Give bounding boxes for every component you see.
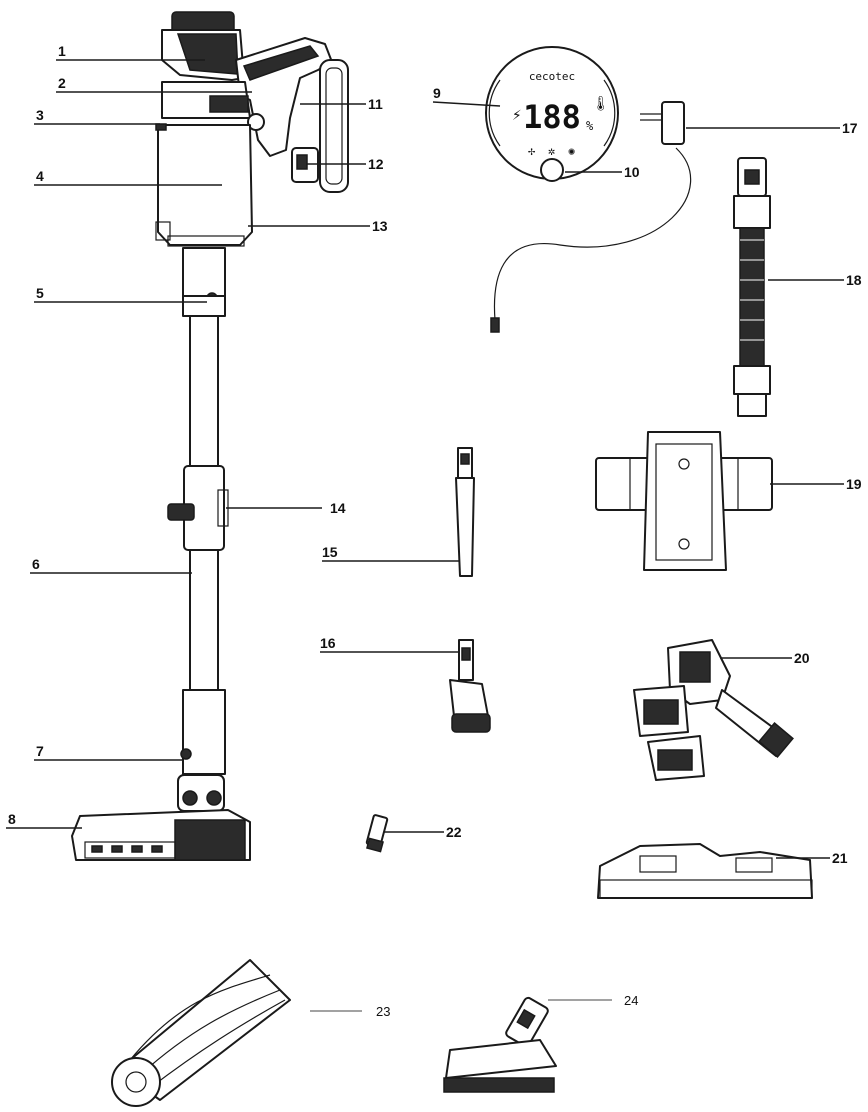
roller-end-cap bbox=[111, 1057, 161, 1107]
mini-motorized-brush bbox=[633, 639, 794, 781]
small-brush-tool bbox=[449, 639, 491, 733]
label-24: 24 bbox=[624, 993, 638, 1008]
motor-vent bbox=[209, 95, 249, 113]
tube-connector-bottom bbox=[182, 689, 226, 775]
tube-clip bbox=[167, 503, 195, 521]
label-20: 20 bbox=[794, 650, 810, 666]
label-1: 1 bbox=[58, 43, 66, 59]
label-19: 19 bbox=[846, 476, 862, 492]
label-12: 12 bbox=[368, 156, 384, 172]
label-14: 14 bbox=[330, 500, 346, 516]
brush-bristles bbox=[443, 1077, 555, 1093]
label-10: 10 bbox=[624, 164, 640, 180]
battery-pack bbox=[319, 59, 349, 193]
label-11: 11 bbox=[368, 96, 383, 112]
small-adapter bbox=[365, 814, 389, 853]
wall-mount bbox=[595, 431, 773, 571]
display-brand: cecotec bbox=[529, 70, 575, 83]
label-7: 7 bbox=[36, 743, 44, 759]
thermometer-icon: 🌡 bbox=[592, 96, 610, 112]
gear-icon: ✲ bbox=[548, 144, 555, 158]
roller-brush bbox=[111, 959, 291, 1107]
label-23: 23 bbox=[376, 1004, 390, 1019]
crevice-tool bbox=[455, 447, 475, 577]
charger-cable bbox=[493, 147, 692, 321]
mop-base bbox=[597, 843, 813, 899]
label-9: 9 bbox=[433, 85, 441, 101]
display-unit: % bbox=[586, 119, 594, 133]
tube-connector-top bbox=[182, 247, 226, 297]
label-13: 13 bbox=[372, 218, 388, 234]
sun-icon: ✺ bbox=[568, 144, 575, 158]
fan-icon: ✢ bbox=[528, 144, 536, 158]
part-labels: 1 2 3 4 5 6 7 8 9 10 11 12 13 14 15 16 1… bbox=[8, 43, 862, 1019]
battery-icon: ⚡ bbox=[512, 105, 522, 124]
label-15: 15 bbox=[322, 544, 338, 560]
dusting-brush bbox=[443, 996, 557, 1093]
roller-brush-window bbox=[174, 819, 246, 861]
vacuum-handle-unit bbox=[155, 11, 349, 304]
label-16: 16 bbox=[320, 635, 336, 651]
label-3: 3 bbox=[36, 107, 44, 123]
charger-plug bbox=[490, 317, 500, 333]
label-8: 8 bbox=[8, 811, 16, 827]
label-4: 4 bbox=[36, 168, 44, 184]
label-5: 5 bbox=[36, 285, 44, 301]
label-21: 21 bbox=[832, 850, 848, 866]
label-18: 18 bbox=[846, 272, 862, 288]
flexible-hose bbox=[733, 157, 771, 417]
control-display: cecotec 188 % ⚡ 🌡 ✢ ✲ ✺ bbox=[485, 46, 619, 182]
label-6: 6 bbox=[32, 556, 40, 572]
extension-tube bbox=[167, 295, 229, 775]
label-22: 22 bbox=[446, 824, 462, 840]
floor-head-release bbox=[180, 748, 192, 760]
charger-adapter bbox=[490, 101, 692, 333]
label-2: 2 bbox=[58, 75, 66, 91]
release-button bbox=[247, 113, 265, 131]
display-digits: 188 bbox=[523, 98, 581, 136]
floor-brush-head bbox=[71, 774, 251, 861]
mode-button bbox=[540, 158, 564, 182]
label-17: 17 bbox=[842, 120, 858, 136]
leader-lines bbox=[6, 59, 844, 1012]
